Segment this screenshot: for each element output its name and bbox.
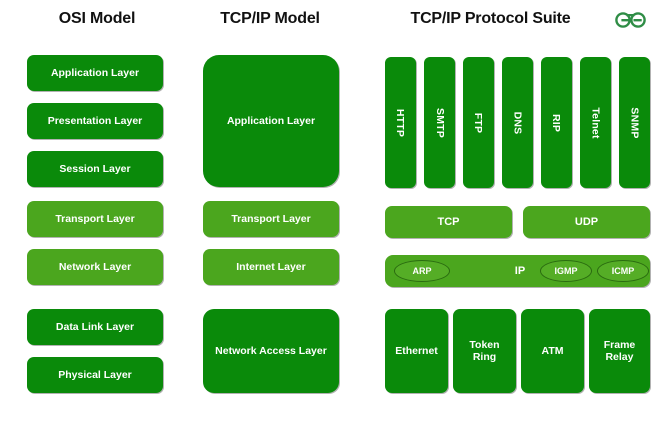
osi-layer-session[interactable]: Session Layer — [27, 151, 163, 187]
layer-label: Application Layer — [50, 66, 140, 79]
protocol-label: SNMP — [628, 106, 641, 139]
layer-label: Session Layer — [59, 162, 131, 175]
protocol-label: HTTP — [394, 108, 407, 137]
tcpip-layer-transport[interactable]: Transport Layer — [203, 201, 339, 237]
layer-label: Presentation Layer — [47, 114, 143, 127]
osi-layer-presentation[interactable]: Presentation Layer — [27, 103, 163, 139]
osi-layer-network[interactable]: Network Layer — [27, 249, 163, 285]
osi-layer-data-link[interactable]: Data Link Layer — [27, 309, 163, 345]
protocol-label: Telnet — [589, 106, 602, 139]
internet-layer-band[interactable]: ARP IP IGMP ICMP — [385, 255, 650, 287]
column-title-protocol-suite: TCP/IP Protocol Suite — [410, 10, 571, 27]
protocol-icmp[interactable]: ICMP — [597, 260, 649, 282]
tcpip-layer-application[interactable]: Application Layer — [203, 55, 339, 187]
protocol-label: ATM — [541, 344, 564, 357]
protocol-ip: IP — [505, 260, 535, 282]
protocol-label: SMTP — [433, 107, 446, 138]
layer-label: Transport Layer — [55, 212, 135, 225]
protocol-label: TCP — [437, 215, 460, 228]
protocol-udp[interactable]: UDP — [523, 206, 650, 238]
protocol-telnet[interactable]: Telnet — [580, 57, 611, 188]
osi-layer-physical[interactable]: Physical Layer — [27, 357, 163, 393]
layer-label: Data Link Layer — [55, 320, 135, 333]
protocol-http[interactable]: HTTP — [385, 57, 416, 188]
protocol-label: FTP — [472, 112, 485, 133]
osi-layer-application[interactable]: Application Layer — [27, 55, 163, 91]
protocol-rip[interactable]: RIP — [541, 57, 572, 188]
protocol-tcp[interactable]: TCP — [385, 206, 512, 238]
protocol-igmp[interactable]: IGMP — [540, 260, 592, 282]
layer-label: Network Access Layer — [215, 344, 327, 357]
column-title-tcpip: TCP/IP Model — [220, 10, 320, 27]
protocol-label: Token Ring — [469, 338, 500, 363]
protocol-atm[interactable]: ATM — [521, 309, 584, 393]
protocol-label: DNS — [511, 111, 524, 134]
protocol-label: RIP — [550, 113, 563, 132]
protocol-label: IP — [514, 265, 526, 277]
protocol-arp[interactable]: ARP — [394, 260, 450, 282]
tcpip-layer-internet[interactable]: Internet Layer — [203, 249, 339, 285]
layer-label: Network Layer — [58, 260, 132, 273]
osi-layer-transport[interactable]: Transport Layer — [27, 201, 163, 237]
geeksforgeeks-logo-icon — [615, 12, 646, 28]
protocol-dns[interactable]: DNS — [502, 57, 533, 188]
protocol-label: Frame Relay — [603, 338, 636, 363]
protocol-label: ARP — [412, 266, 432, 276]
layer-label: Physical Layer — [58, 368, 132, 381]
layer-label: Transport Layer — [231, 212, 311, 225]
protocol-smtp[interactable]: SMTP — [424, 57, 455, 188]
tcpip-layer-network-access[interactable]: Network Access Layer — [203, 309, 339, 393]
protocol-ethernet[interactable]: Ethernet — [385, 309, 448, 393]
protocol-token-ring[interactable]: Token Ring — [453, 309, 516, 393]
protocol-label: UDP — [574, 215, 599, 228]
protocol-label: IGMP — [554, 266, 578, 276]
layer-label: Internet Layer — [236, 260, 306, 273]
layer-label: Application Layer — [226, 114, 316, 127]
protocol-ftp[interactable]: FTP — [463, 57, 494, 188]
protocol-label: Ethernet — [395, 344, 438, 357]
protocol-snmp[interactable]: SNMP — [619, 57, 650, 188]
column-title-osi: OSI Model — [58, 10, 136, 27]
protocol-label: ICMP — [611, 266, 635, 276]
protocol-frame-relay[interactable]: Frame Relay — [589, 309, 650, 393]
